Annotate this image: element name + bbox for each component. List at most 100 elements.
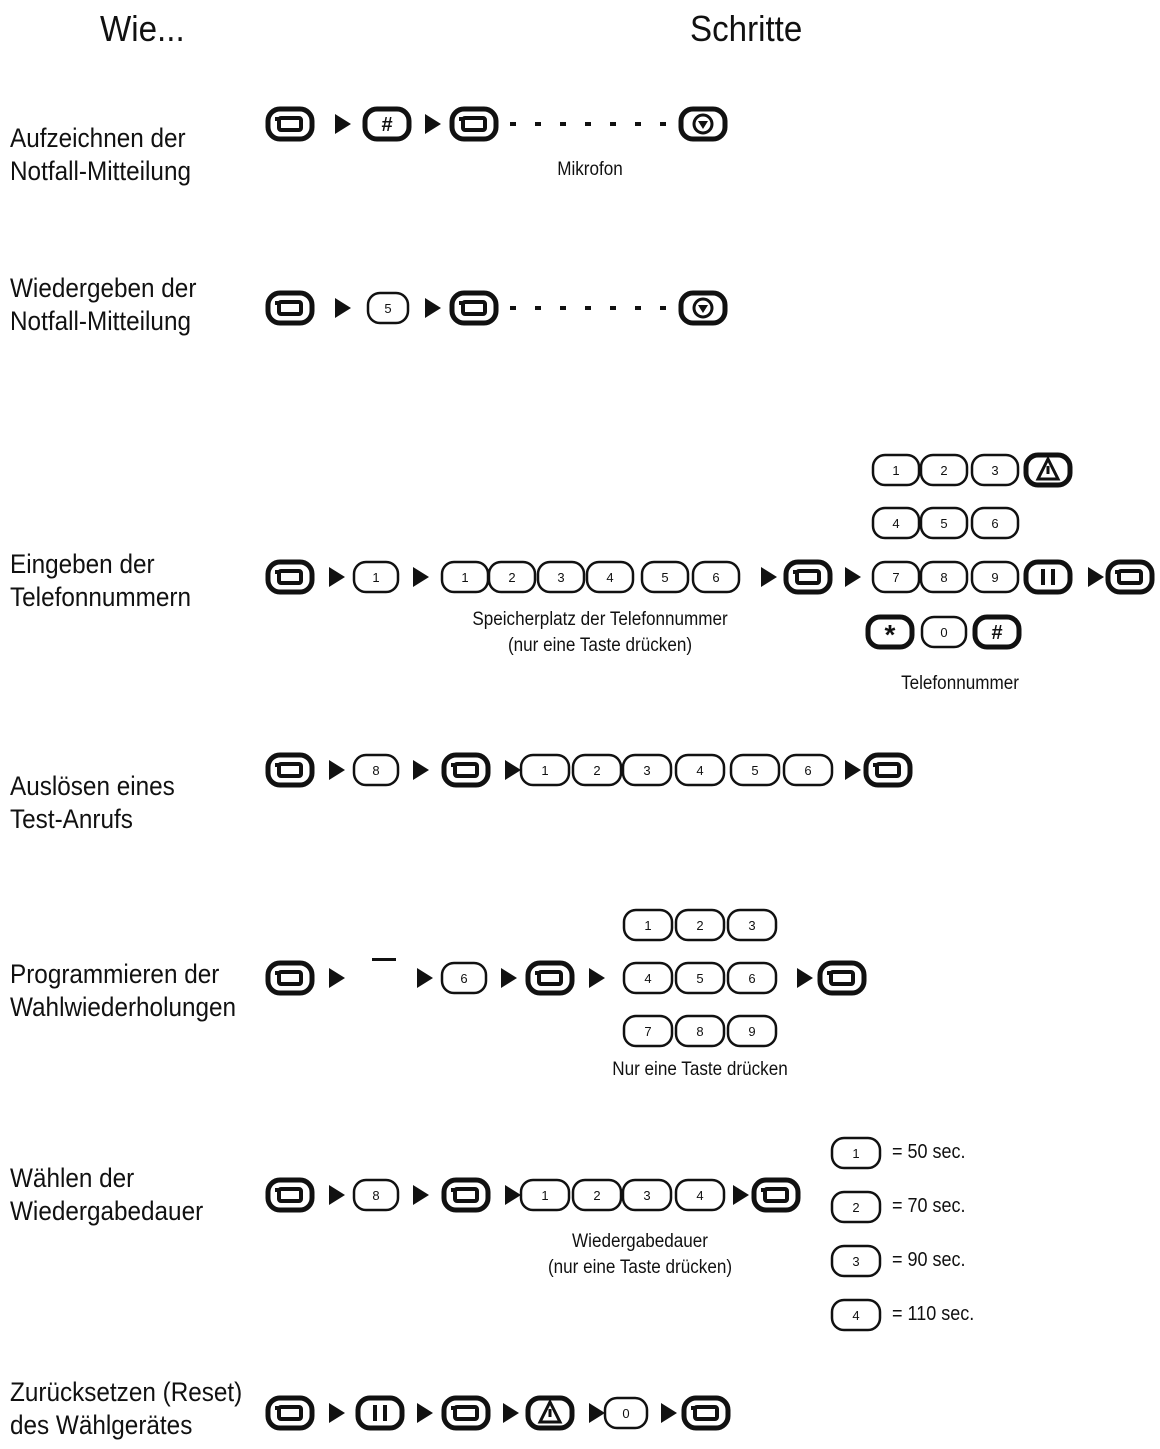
key-2: 2 xyxy=(830,1190,882,1224)
row-label-line: Test-Anrufs xyxy=(10,804,133,834)
key-5: 5 xyxy=(729,753,781,787)
svg-text:5: 5 xyxy=(940,516,947,531)
row-label-line: Wiedergabedauer xyxy=(10,1196,204,1226)
arrow-icon xyxy=(413,760,429,780)
key-4: 4 xyxy=(830,1298,882,1332)
row-label-line: Notfall-Mitteilung xyxy=(10,306,191,336)
arrow-icon xyxy=(335,298,351,318)
svg-text:3: 3 xyxy=(643,1188,650,1203)
svg-text:9: 9 xyxy=(748,1024,755,1039)
key-6: 6 xyxy=(726,961,778,995)
caption-memory-line2: (nur eine Taste drücken) xyxy=(507,635,693,656)
program-key-icon xyxy=(817,960,867,996)
key-2: 2 xyxy=(571,753,623,787)
key-2: 2 xyxy=(487,560,537,594)
key-3: 3 xyxy=(830,1244,882,1278)
arrow-icon xyxy=(661,1403,677,1423)
program-key-icon xyxy=(681,1395,731,1431)
key-4: 4 xyxy=(674,1178,726,1212)
pause-key xyxy=(355,1395,405,1431)
row-label-line: Wahlwiederholungen xyxy=(10,992,237,1022)
arrow-icon xyxy=(501,968,517,988)
key-9: 9 xyxy=(970,560,1020,594)
arrow-icon xyxy=(413,567,429,587)
svg-text:#: # xyxy=(381,114,392,136)
svg-text:1: 1 xyxy=(541,763,548,778)
key-5: 5 xyxy=(366,291,410,325)
dotted-connector xyxy=(510,306,666,310)
row-label-enter-numbers: Eingeben der Telefonnummern xyxy=(10,548,191,614)
svg-text:8: 8 xyxy=(696,1024,703,1039)
key-5: 5 xyxy=(919,506,969,540)
svg-text:8: 8 xyxy=(372,763,379,778)
row-label-play-message: Wiedergeben der Notfall-Mitteilung xyxy=(10,272,196,338)
svg-text:2: 2 xyxy=(852,1200,859,1215)
microphone-key-icon xyxy=(678,290,728,326)
svg-text:1: 1 xyxy=(541,1188,548,1203)
svg-text:1: 1 xyxy=(372,570,379,585)
legend-text-70: = 70 sec. xyxy=(892,1195,966,1217)
svg-text:7: 7 xyxy=(892,570,899,585)
svg-text:5: 5 xyxy=(696,971,703,986)
key-1: 1 xyxy=(519,1178,571,1212)
key-3: 3 xyxy=(621,753,673,787)
arrow-icon xyxy=(1088,567,1104,587)
svg-text:1: 1 xyxy=(461,570,468,585)
row-label-line: Programmieren der xyxy=(10,959,220,989)
program-key-icon xyxy=(863,752,913,788)
key-6: 6 xyxy=(970,506,1020,540)
row-label-line: Wiedergeben der xyxy=(10,273,197,303)
arrow-icon xyxy=(417,1403,433,1423)
svg-text:6: 6 xyxy=(460,971,467,986)
key-1: 1 xyxy=(352,560,400,594)
key-4: 4 xyxy=(585,560,635,594)
program-key-icon xyxy=(265,1395,315,1431)
program-key-icon xyxy=(449,106,499,142)
legend-text-50: = 50 sec. xyxy=(892,1141,966,1163)
arrow-icon xyxy=(329,567,345,587)
svg-text:8: 8 xyxy=(940,570,947,585)
program-key-icon xyxy=(265,960,315,996)
row-label-test-call: Auslösen eines Test-Anrufs xyxy=(10,770,175,836)
alarm-triangle-key-icon xyxy=(1023,452,1073,488)
key-6: 6 xyxy=(691,560,741,594)
svg-text:6: 6 xyxy=(804,763,811,778)
row-label-redial: Programmieren der Wahlwiederholungen xyxy=(10,958,236,1024)
row-label-reset: Zurücksetzen (Reset) des Wählgerätes xyxy=(10,1376,242,1442)
svg-text:3: 3 xyxy=(991,463,998,478)
svg-text:2: 2 xyxy=(696,918,703,933)
program-key-icon xyxy=(441,752,491,788)
svg-text:2: 2 xyxy=(508,570,515,585)
program-key-icon xyxy=(1105,559,1155,595)
key-7: 7 xyxy=(871,560,921,594)
key-3: 3 xyxy=(726,908,778,942)
key-1: 1 xyxy=(871,453,921,487)
dotted-connector xyxy=(510,122,666,126)
arrow-icon xyxy=(589,1403,605,1423)
program-key-icon xyxy=(265,106,315,142)
key-1: 1 xyxy=(622,908,674,942)
key-5: 5 xyxy=(640,560,690,594)
arrow-icon xyxy=(761,567,777,587)
key-8: 8 xyxy=(919,560,969,594)
caption-duration-line1: Wiedergabedauer xyxy=(572,1231,708,1252)
program-key-icon xyxy=(441,1177,491,1213)
key-0: 0 xyxy=(603,1396,649,1430)
program-key-icon xyxy=(783,559,833,595)
caption-memory-line1: Speicherplatz der Telefonnummer xyxy=(472,609,728,630)
svg-text:#: # xyxy=(991,622,1002,644)
arrow-icon xyxy=(329,760,345,780)
key-8: 8 xyxy=(674,1014,726,1048)
program-key-icon xyxy=(265,752,315,788)
arrow-icon xyxy=(425,298,441,318)
svg-text:1: 1 xyxy=(852,1146,859,1161)
svg-text:2: 2 xyxy=(593,1188,600,1203)
row-label-line: Zurücksetzen (Reset) xyxy=(10,1377,243,1407)
svg-text:0: 0 xyxy=(940,625,947,640)
alarm-triangle-key-icon xyxy=(525,1395,575,1431)
svg-text:2: 2 xyxy=(940,463,947,478)
caption-microphone: Mikrofon xyxy=(557,159,623,180)
program-key-icon xyxy=(265,1177,315,1213)
program-key-icon xyxy=(265,559,315,595)
